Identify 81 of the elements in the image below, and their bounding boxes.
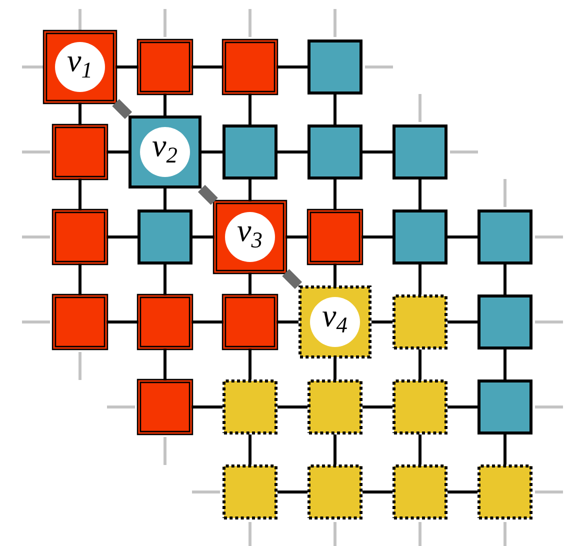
grid-link [106, 150, 128, 154]
square-node [138, 210, 192, 264]
square-node [136, 294, 194, 350]
grid-link [78, 178, 82, 210]
square-node [52, 208, 108, 266]
grid-link [116, 66, 138, 68]
grid-link [448, 320, 478, 324]
square-node [222, 464, 278, 520]
path-line [198, 184, 218, 205]
grid-link [362, 150, 392, 154]
square-node [306, 208, 364, 266]
grid-link [164, 348, 166, 380]
grid-link [418, 434, 422, 464]
grid-link [78, 102, 82, 126]
grid-link [362, 490, 392, 494]
grid-link [334, 94, 336, 124]
grid-link [372, 320, 392, 324]
grid-link [164, 188, 166, 210]
grid-link [78, 264, 82, 296]
grid-link [286, 236, 308, 238]
square-node [52, 294, 108, 350]
square-node [392, 294, 448, 350]
grid-link [334, 264, 336, 286]
square-node [392, 124, 448, 180]
square-node [478, 380, 532, 434]
labeled-square-node: v$_{1}$ [42, 30, 118, 104]
labeled-square-node: v$_{2}$ [128, 116, 202, 188]
grid-link [448, 406, 478, 408]
square-node [392, 464, 448, 520]
grid-link [248, 180, 252, 202]
grid-link [334, 358, 336, 380]
grid-link [448, 490, 478, 494]
grid-link [248, 272, 252, 296]
grid-link [362, 236, 392, 238]
square-node [222, 380, 278, 434]
labeled-square-node: v$_{4}$ [298, 286, 372, 358]
square-node [308, 464, 362, 520]
square-node [308, 124, 362, 180]
path-line [282, 269, 302, 290]
square-node [52, 124, 108, 180]
square-node [392, 210, 448, 264]
grid-link [448, 236, 478, 238]
grid-link [278, 150, 308, 154]
labeled-square-node: v$_{3}$ [212, 200, 288, 274]
square-node [392, 380, 448, 434]
grid-link [192, 236, 214, 238]
grid-link [106, 236, 138, 238]
square-node [136, 38, 194, 96]
grid-link [248, 434, 252, 464]
square-node [222, 38, 278, 96]
grid-link [248, 348, 252, 380]
square-node [222, 294, 278, 350]
grid-link [202, 150, 222, 154]
square-node [478, 294, 532, 350]
grid-link [248, 94, 252, 124]
square-node [308, 40, 362, 94]
path-line [112, 99, 132, 120]
square-node [222, 124, 278, 180]
grid-link [192, 66, 224, 68]
grid-link [192, 320, 224, 324]
grid-link [192, 406, 222, 408]
grid-link [334, 434, 336, 464]
grid-link [418, 350, 422, 380]
grid-link [504, 264, 506, 294]
square-node [478, 210, 532, 264]
square-node [478, 464, 532, 520]
grid-link [276, 320, 298, 324]
grid-link [418, 264, 422, 294]
grid-link [334, 180, 336, 210]
grid-link [164, 264, 166, 296]
grid-link [278, 406, 308, 408]
grid-link [276, 66, 308, 68]
grid-link [106, 320, 138, 324]
grid-link [362, 406, 392, 408]
grid-link [278, 490, 308, 494]
grid-link [418, 180, 422, 210]
grid-link [164, 94, 166, 116]
square-node [136, 378, 194, 436]
grid-link [504, 434, 506, 464]
square-node [308, 380, 362, 434]
grid-link [504, 350, 506, 380]
